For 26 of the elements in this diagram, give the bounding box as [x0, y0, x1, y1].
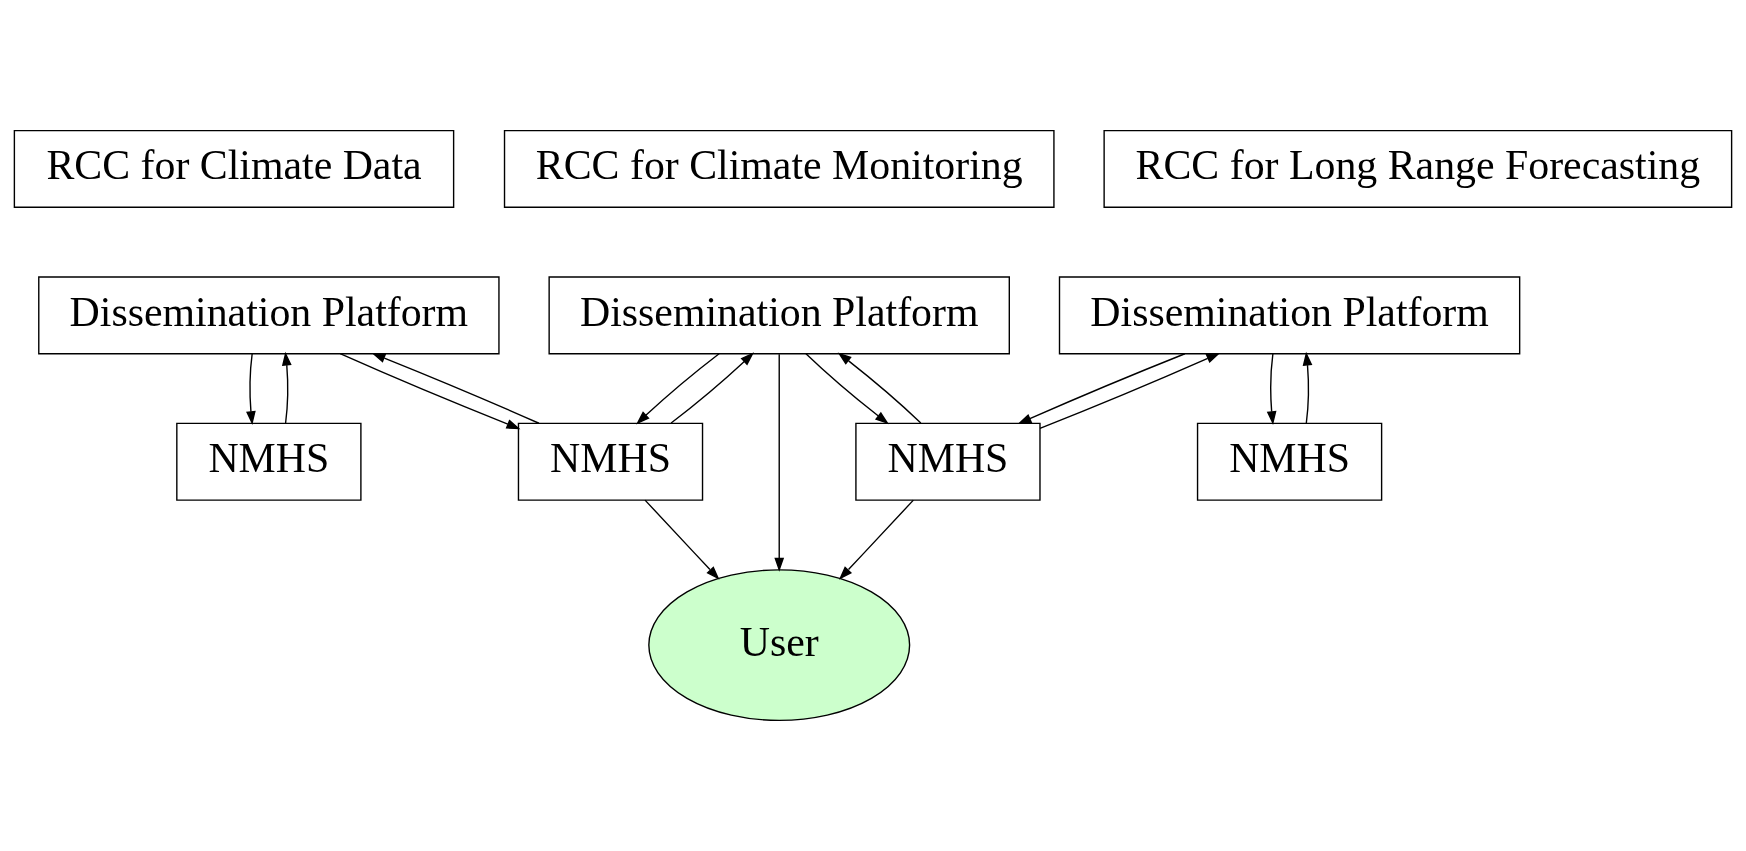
arrow — [281, 351, 292, 424]
node-box: RCC for Climate Monitoring — [503, 129, 1055, 208]
arrow — [670, 352, 754, 424]
arrow — [837, 352, 922, 424]
arrow — [644, 499, 720, 580]
node-box: NMHS — [176, 422, 362, 501]
node-ellipse: User — [648, 569, 911, 722]
arrow — [1266, 353, 1277, 426]
arrow — [774, 353, 785, 572]
node-box: NMHS — [517, 422, 704, 501]
arrow — [838, 499, 915, 580]
node-box: Dissemination Platform — [38, 276, 500, 355]
node-box: RCC for Long Range Forecasting — [1103, 129, 1733, 208]
node-box: NMHS — [1196, 422, 1383, 501]
node-box: NMHS — [855, 422, 1041, 501]
node-box: Dissemination Platform — [548, 276, 1010, 355]
arrow — [1302, 351, 1313, 424]
node-box: Dissemination Platform — [1058, 276, 1521, 355]
arrow — [246, 353, 256, 426]
arrow — [1039, 352, 1221, 430]
arrow — [339, 353, 521, 430]
arrow — [805, 353, 889, 425]
arrow — [636, 353, 720, 425]
arrow — [1017, 353, 1186, 425]
arrow — [371, 352, 540, 424]
node-box: RCC for Climate Data — [13, 129, 455, 208]
